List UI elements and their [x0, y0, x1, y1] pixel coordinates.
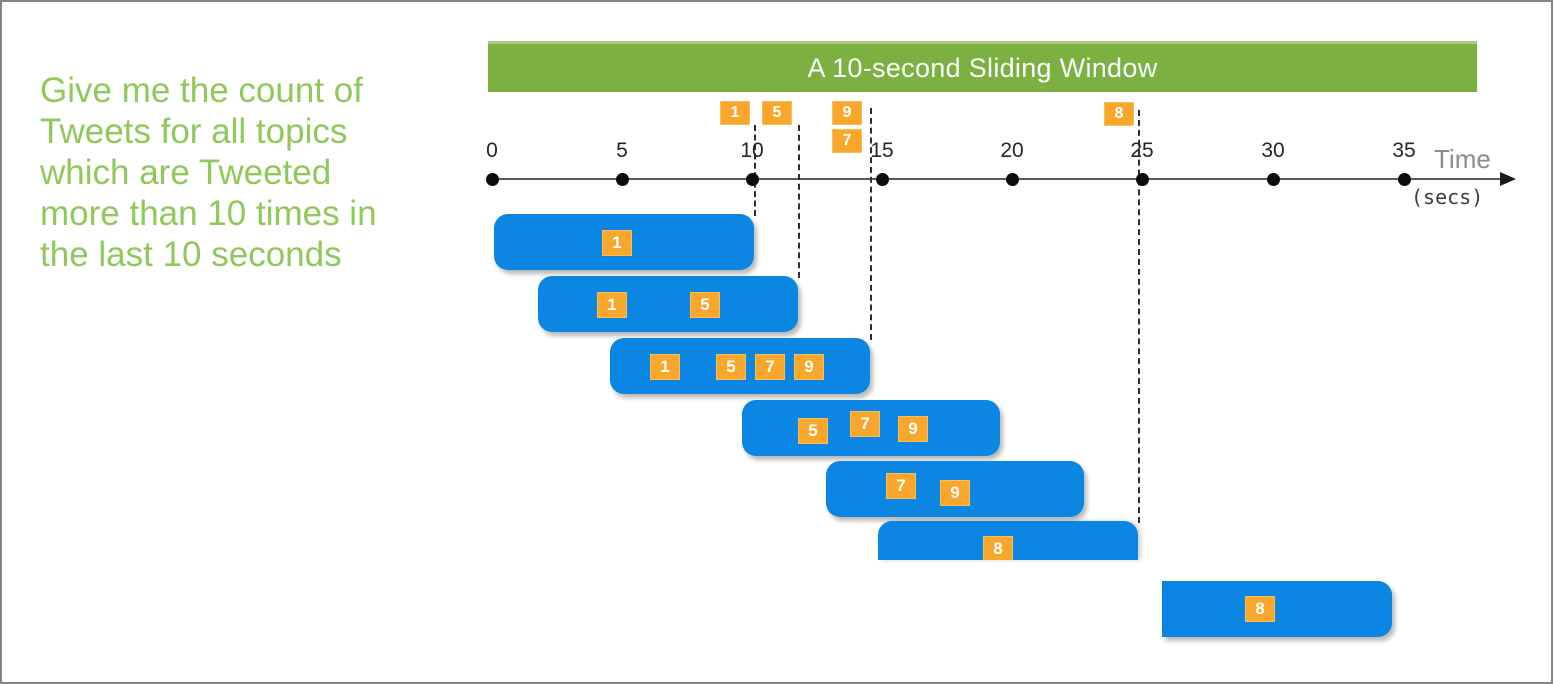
- dashed-connector-line: [798, 125, 800, 278]
- window-event-chip: 7: [886, 473, 916, 499]
- timeline-tick-label: 0: [486, 139, 498, 162]
- timeline-axis-line: [486, 178, 1502, 180]
- timeline-tick-label: 10: [740, 139, 764, 162]
- window-event-chip: 1: [597, 292, 627, 318]
- dashed-connector-line: [754, 125, 756, 216]
- timeline-tick-dot: [876, 173, 889, 186]
- query-text: Give me the count of Tweets for all topi…: [40, 71, 377, 274]
- timeline-tick-dot: [616, 173, 629, 186]
- time-axis-unit: (secs): [1411, 185, 1484, 209]
- sliding-window-bar: 1: [494, 214, 754, 270]
- window-event-chip: 9: [898, 416, 928, 442]
- window-event-chip: 9: [940, 480, 970, 506]
- timeline-tick-dot: [746, 173, 759, 186]
- window-event-chip: 8: [1245, 596, 1275, 622]
- event-marker: 8: [1104, 102, 1134, 126]
- window-event-chip: 7: [755, 354, 785, 380]
- dashed-connector-line: [870, 108, 872, 340]
- timeline-arrow-icon: [1500, 172, 1516, 186]
- timeline-tick-label: 35: [1392, 139, 1416, 162]
- window-event-chip: 1: [650, 354, 680, 380]
- event-marker: 7: [832, 129, 862, 153]
- window-event-chip: 7: [850, 411, 880, 437]
- sliding-window-banner: A 10-second Sliding Window: [488, 41, 1477, 92]
- sliding-window-bar: 8: [1162, 581, 1392, 637]
- event-marker: 1: [720, 101, 750, 125]
- dashed-connector-line: [1138, 110, 1140, 523]
- event-marker: 9: [832, 101, 862, 125]
- event-marker: 5: [762, 101, 792, 125]
- sliding-window-bar: 8: [878, 521, 1138, 560]
- timeline-tick-label: 5: [616, 139, 628, 162]
- timeline-tick-dot: [1006, 173, 1019, 186]
- timeline-tick-label: 15: [870, 139, 894, 162]
- time-axis-label: Time: [1434, 144, 1491, 174]
- timeline-tick-dot: [1398, 173, 1411, 186]
- timeline-tick-label: 30: [1261, 139, 1285, 162]
- window-event-chip: 5: [716, 354, 746, 380]
- timeline-tick-dot: [1136, 173, 1149, 186]
- window-event-chip: 5: [690, 292, 720, 318]
- window-event-chip: 5: [798, 418, 828, 444]
- timeline-tick-dot: [1267, 173, 1280, 186]
- timeline-tick-dot: [486, 173, 499, 186]
- timeline-tick-label: 20: [1000, 139, 1024, 162]
- window-event-chip: 8: [983, 536, 1013, 560]
- timeline-tick-label: 25: [1130, 139, 1154, 162]
- window-event-chip: 9: [794, 354, 824, 380]
- window-event-chip: 1: [602, 230, 632, 256]
